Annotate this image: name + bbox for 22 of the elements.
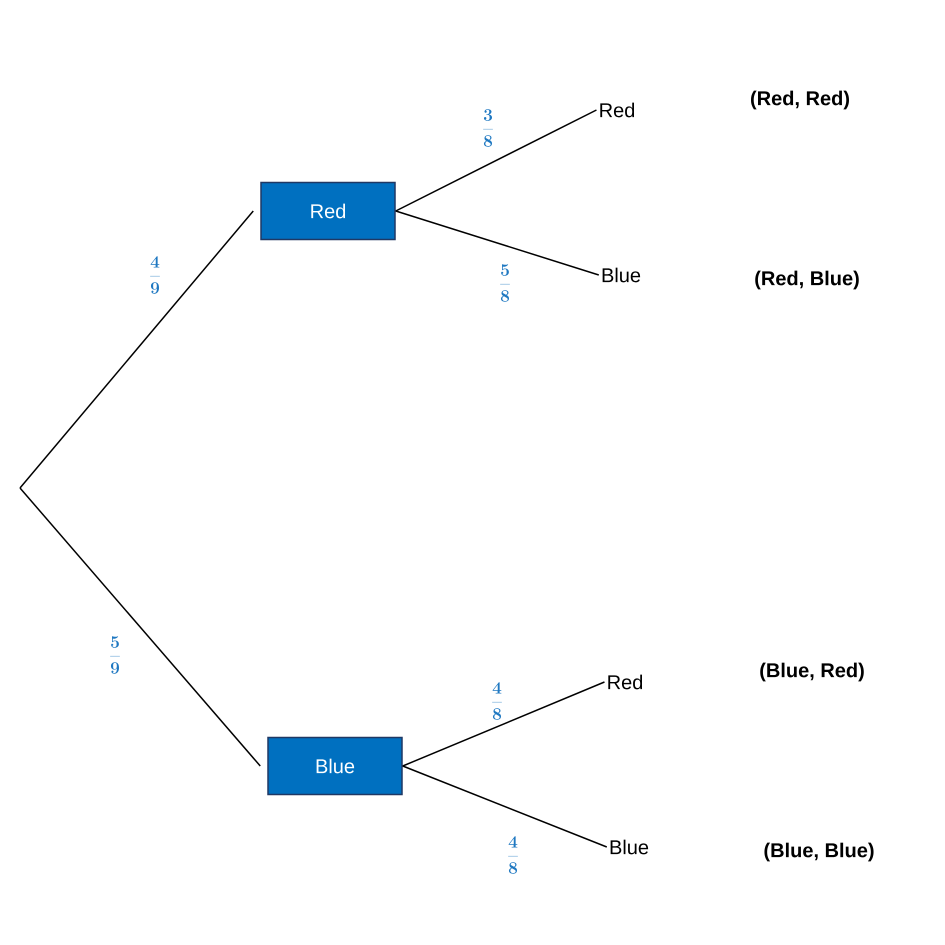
probability-label: $\frac{5}{9}$ bbox=[110, 636, 120, 674]
probability-label: $\frac{4}{8}$ bbox=[508, 836, 518, 874]
probability-label: $\frac{3}{8}$ bbox=[483, 109, 493, 147]
branch-line bbox=[396, 210, 600, 276]
branch-line bbox=[19, 210, 254, 488]
result-pair: (Red, Red) bbox=[751, 90, 849, 110]
result-pair: (Blue, Blue) bbox=[764, 842, 874, 862]
outcome-label: Blue bbox=[602, 268, 640, 282]
branch-line bbox=[402, 681, 605, 767]
result-pair: (Red, Blue) bbox=[755, 270, 859, 290]
branch-line bbox=[19, 488, 261, 766]
probability-label: $\frac{4}{9}$ bbox=[150, 256, 160, 294]
outcome-box: Blue bbox=[267, 736, 403, 796]
branch-line bbox=[402, 765, 608, 848]
outcome-label: Red bbox=[608, 674, 642, 690]
probability-label: $\frac{5}{8}$ bbox=[500, 264, 510, 302]
outcome-box: Red bbox=[260, 182, 396, 240]
branch-line bbox=[395, 109, 597, 212]
outcome-label: Red bbox=[600, 102, 634, 118]
result-pair: (Blue, Red) bbox=[760, 662, 864, 682]
outcome-label: Blue bbox=[610, 840, 648, 854]
probability-label: $\frac{4}{8}$ bbox=[492, 682, 502, 720]
